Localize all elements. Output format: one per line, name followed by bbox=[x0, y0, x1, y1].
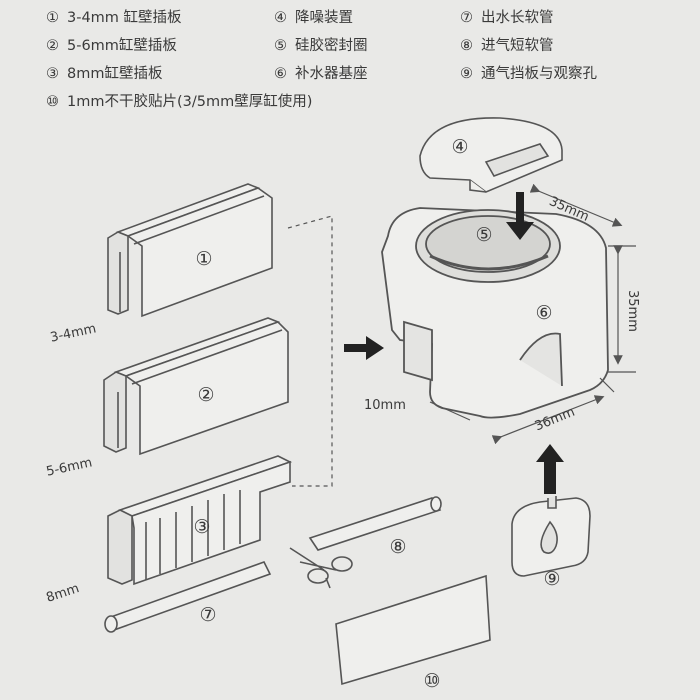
part-marker-4: ④ bbox=[451, 136, 469, 158]
legend-text: 5-6mm缸壁插板 bbox=[67, 38, 177, 54]
legend-item-3: ③ 8mm缸壁插板 bbox=[46, 64, 162, 84]
short-intake-hose bbox=[308, 496, 442, 551]
legend-text: 降噪装置 bbox=[295, 10, 353, 26]
legend-num: ⑧ bbox=[460, 38, 473, 54]
noise-reducer bbox=[419, 117, 563, 193]
part-marker-8: ⑧ bbox=[389, 536, 407, 558]
part-marker-3: ③ bbox=[193, 516, 211, 538]
legend-item-6: ⑥ 补水器基座 bbox=[274, 64, 368, 84]
part-marker-9: ⑨ bbox=[543, 568, 561, 590]
legend-item-8: ⑧ 进气短软管 bbox=[460, 36, 554, 56]
legend-text: 3-4mm 缸壁插板 bbox=[67, 10, 182, 26]
legend-item-4: ④ 降噪装置 bbox=[274, 8, 353, 28]
adhesive-pad bbox=[335, 574, 491, 686]
legend-text: 硅胶密封圈 bbox=[295, 38, 368, 54]
part-marker-6: ⑥ bbox=[535, 302, 553, 324]
legend-text: 1mm不干胶贴片(3/5mm壁厚缸使用) bbox=[67, 94, 313, 110]
legend-num: ④ bbox=[274, 10, 287, 26]
legend-item-9: ⑨ 通气挡板与观察孔 bbox=[460, 64, 597, 84]
long-outlet-hose bbox=[104, 561, 272, 633]
legend-num: ② bbox=[46, 38, 59, 54]
wall-plate-8mm bbox=[107, 455, 293, 586]
legend-text: 通气挡板与观察孔 bbox=[481, 66, 597, 82]
assembly-arrows bbox=[344, 192, 564, 494]
part-marker-7: ⑦ bbox=[199, 604, 217, 626]
legend-item-7: ⑦ 出水长软管 bbox=[460, 8, 554, 28]
dashed-guide bbox=[287, 215, 333, 487]
slot-label: 10mm bbox=[364, 398, 406, 413]
vent-baffle bbox=[511, 496, 591, 577]
legend-item-5: ⑤ 硅胶密封圈 bbox=[274, 36, 368, 56]
height-label: 35mm bbox=[625, 290, 640, 332]
legend-num: ⑤ bbox=[274, 38, 287, 54]
dimension-lines bbox=[429, 183, 636, 445]
part-marker-2: ② bbox=[197, 384, 215, 406]
legend-num: ⑥ bbox=[274, 66, 287, 82]
legend-text: 补水器基座 bbox=[295, 66, 368, 82]
legend-num: ⑨ bbox=[460, 66, 473, 82]
part-marker-10: ⑩ bbox=[423, 670, 441, 692]
scissors-icon bbox=[289, 547, 353, 589]
legend-num: ⑩ bbox=[46, 94, 59, 110]
part-marker-1: ① bbox=[195, 248, 213, 270]
legend-text: 出水长软管 bbox=[481, 10, 554, 26]
legend-item-1: ① 3-4mm 缸壁插板 bbox=[46, 8, 182, 28]
legend-num: ① bbox=[46, 10, 59, 26]
wall-plate-3-4mm bbox=[107, 183, 273, 318]
wall-plate-5-6mm bbox=[103, 317, 289, 456]
legend-text: 进气短软管 bbox=[481, 38, 554, 54]
legend-text: 8mm缸壁插板 bbox=[67, 66, 163, 82]
refill-base bbox=[381, 207, 609, 419]
part-marker-5: ⑤ bbox=[475, 224, 493, 246]
legend-item-2: ② 5-6mm缸壁插板 bbox=[46, 36, 177, 56]
legend-num: ⑦ bbox=[460, 10, 473, 26]
legend-item-10: ⑩ 1mm不干胶贴片(3/5mm壁厚缸使用) bbox=[46, 92, 312, 112]
legend-num: ③ bbox=[46, 66, 59, 82]
